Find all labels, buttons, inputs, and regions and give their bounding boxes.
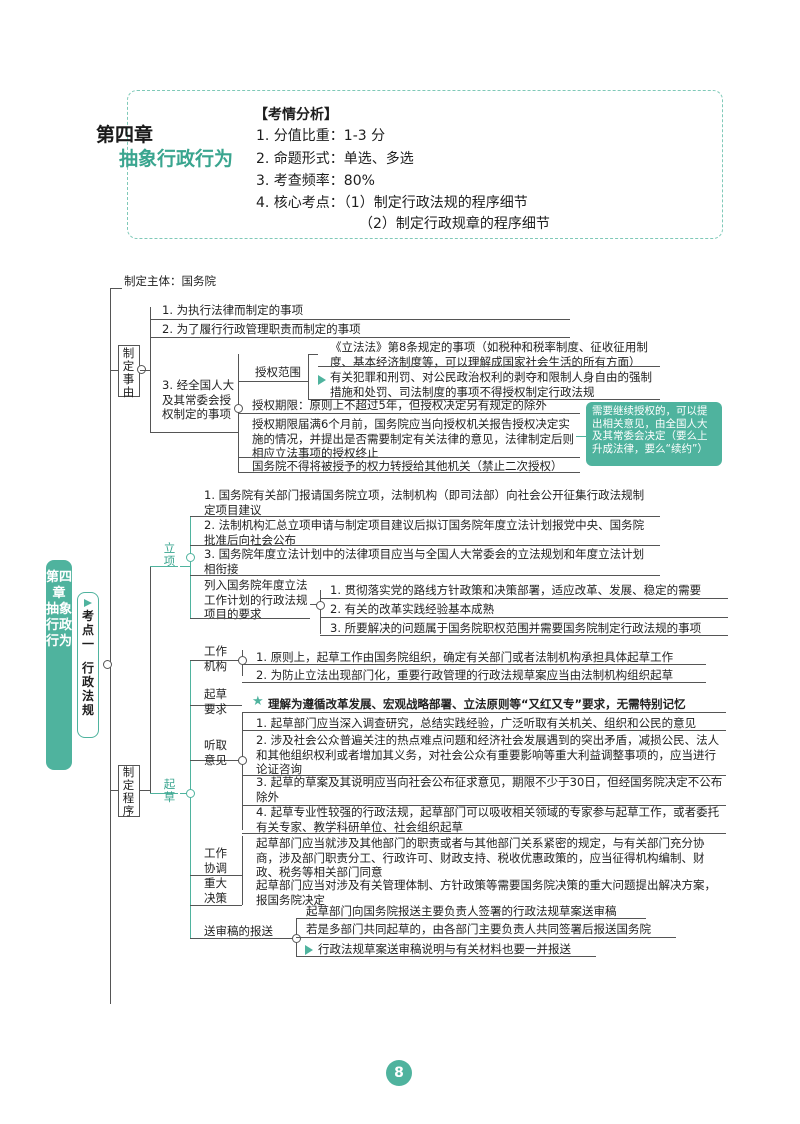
submit-label: 送审稿的报送 <box>204 924 273 938</box>
analysis-item: 1. 分值比重：1-3 分 <box>256 128 386 144</box>
chapter-number: 第四章 <box>96 124 154 146</box>
report-item: 授权期限届满6个月前，国务院应当向授权机关报告授权决定实施的情况，并提出是否需要… <box>252 417 574 460</box>
req-item: 3. 所要解决的问题属于国务院职权范围并需要国务院制定行政法规的事项 <box>330 621 702 635</box>
reasons-label: 制定事由 <box>122 346 135 399</box>
analysis-item: 2. 命题形式：单选、多选 <box>256 151 414 167</box>
hear-item: 3. 起草的草案及其说明应当向社会公布征求意见，期限不少于30日，但经国务院决定… <box>256 775 723 804</box>
term-item: 授权期限：原则上不超过5年，但授权决定另有规定的除外 <box>252 398 547 412</box>
lixiang-item: 1. 国务院有关部门报请国务院立项，法制机构（即司法部）向社会公开征集行政法规制… <box>204 488 645 517</box>
hear-label: 听取意见 <box>204 738 227 767</box>
chapter-title: 抽象行政行为 <box>119 148 234 170</box>
scope-label: 授权范围 <box>255 365 301 379</box>
top-node: 制定主体：国务院 <box>124 274 216 288</box>
hear-item: 1. 起草部门应当深入调查研究，总结实践经验，广泛听取有关机关、组织和公民的意见 <box>256 716 697 730</box>
note-text: 需要继续授权的，可以提出相关意见，由全国人大及其常委会决定（要么上升成法律，要么… <box>592 405 708 455</box>
coord-item: 起草部门应当就涉及其他部门的职责或者与其他部门关系紧密的规定，与有关部门充分协商… <box>256 836 705 879</box>
submit-item: 起草部门向国务院报送主要负责人签署的行政法规草案送审稿 <box>306 904 617 918</box>
point-side-label: 考点一 行政法规 <box>77 592 99 738</box>
hear-item: 2. 涉及社会公众普遍关注的热点难点问题和经济社会发展遇到的突出矛盾，减损公民、… <box>256 733 720 776</box>
point-number: 考点一 <box>82 609 95 651</box>
chapter-side-text: 第四章 抽象行政行为 <box>46 570 73 649</box>
qicao-label: 起草 <box>163 777 176 804</box>
analysis-box <box>127 90 723 239</box>
procedure-label: 制定程序 <box>122 765 135 818</box>
analysis-item: 4. 核心考点：（1）制定行政法规的程序细节 <box>256 195 528 211</box>
flag-icon <box>84 599 92 607</box>
submit-item: 若是多部门共同起草的，由各部门主要负责人共同签署后报送国务院 <box>306 922 651 936</box>
work-item: 1. 原则上，起草工作由国务院组织，确定有关部门或者法制机构承担具体起草工作 <box>256 650 674 664</box>
analysis-item: 3. 考查频率：80% <box>256 173 375 189</box>
page-number: 8 <box>386 1060 412 1086</box>
analysis-item: （2）制定行政规章的程序细节 <box>359 216 550 232</box>
flag-icon <box>318 375 326 385</box>
star-icon: ★ <box>252 694 264 709</box>
note-bubble: 需要继续授权的，可以提出相关意见，由全国人大及其常委会决定（要么上升成法律，要么… <box>586 402 722 466</box>
point-name: 行政法规 <box>82 661 95 717</box>
flag-icon <box>305 945 313 955</box>
req-item: 2. 有关的改革实践经验基本成熟 <box>330 602 495 616</box>
lixiang-item: 2. 法制机构汇总立项申请与制定项目建议后拟订国务院年度立法计划报党中央、国务院… <box>204 518 645 547</box>
reason-item: 3. 经全国人大及其常委会授权制定的事项 <box>162 378 235 421</box>
submit-item: 行政法规草案送审稿说明与有关材料也要一并报送 <box>318 942 571 956</box>
major-item: 起草部门应当对涉及有关管理体制、方针政策等需要国务院决策的重大问题提出解决方案，… <box>256 878 716 907</box>
req-item: 1. 贯彻落实党的路线方针政策和决策部署，适应改革、发展、稳定的需要 <box>330 583 702 597</box>
req-label: 列入国务院年度立法工作计划的行政法规项目的要求 <box>204 578 308 621</box>
lixiang-item: 3. 国务院年度立法计划中的法律项目应当与全国人大常委会的立法规划和年度立法计划… <box>204 547 645 576</box>
scope-item: 有关犯罪和刑罚、对公民政治权利的剥夺和限制人身自由的强制措施和处罚、司法制度的事… <box>330 370 652 399</box>
chapter-side-label: 第四章 抽象行政行为 <box>46 560 72 770</box>
hear-item: 4. 起草专业性较强的行政法规，起草部门可以吸收相关领域的专家参与起草工作，或者… <box>256 805 720 834</box>
analysis-title: 【考情分析】 <box>254 107 338 123</box>
reason-item: 2. 为了履行行政管理职责而制定的事项 <box>162 322 361 336</box>
qicao-req-item: 理解为遵循改革发展、宏观战略部署、立法原则等“又红又专”要求，无需特别记忆 <box>268 697 686 711</box>
qicao-req-label: 起草要求 <box>204 687 227 716</box>
major-label: 重大决策 <box>204 876 227 905</box>
no-transfer-item: 国务院不得将被授予的权力转授给其他机关（禁止二次授权） <box>252 459 563 473</box>
work-label: 工作机构 <box>204 644 227 673</box>
scope-item: 《立法法》第8条规定的事项（如税种和税率制度、征收征用制度、基本经济制度等，可以… <box>330 340 648 369</box>
work-item: 2. 为防止立法出现部门化，重要行政管理的行政法规草案应当由法制机构组织起草 <box>256 668 674 682</box>
lixiang-label: 立项 <box>163 541 176 568</box>
reason-item: 1. 为执行法律而制定的事项 <box>162 303 304 317</box>
page-number-text: 8 <box>394 1065 404 1081</box>
coord-label: 工作协调 <box>204 846 227 875</box>
